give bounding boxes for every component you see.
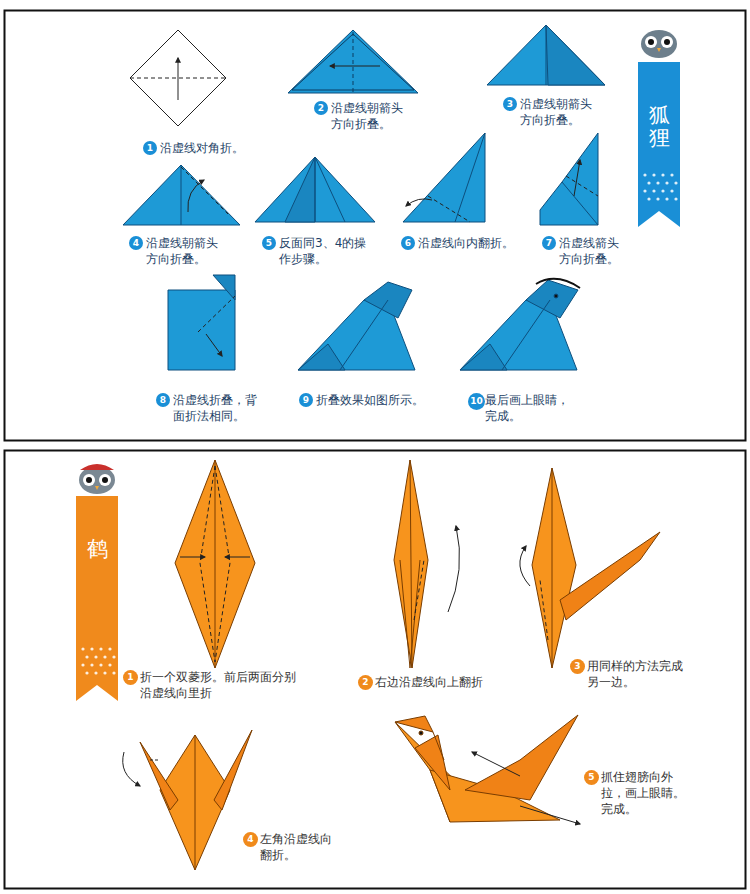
step-number: 10 [468,393,485,410]
step-number-text: 1 [127,673,133,682]
step-caption: 沿虚线朝箭头 方向折叠。 [520,96,600,128]
step-number: 4 [243,832,258,847]
step-number: 1 [143,141,157,155]
step-number-text: 3 [507,100,513,109]
step-number-text: 4 [133,239,139,248]
step-number-text: 3 [574,662,580,671]
fox-steps [123,25,605,370]
step-caption: 用同样的方法完成 另一边。 [587,658,699,690]
step-number: 7 [542,236,556,250]
step-number-text: 4 [247,835,253,844]
panel-frame [5,451,746,889]
step-caption: 抓住翅膀向外 拉，画上眼睛。 完成。 [601,769,699,818]
title-banner: 狐狸 [638,62,680,227]
step-caption: 左角沿虚线向 翻折。 [260,831,346,863]
step-caption: 沿虚线箭头 方向折叠。 [559,235,635,267]
step-number: 6 [401,236,415,250]
step-caption: 沿虚线对角折。 [160,140,244,156]
step-number: 1 [123,670,138,685]
step-number-text: 8 [160,396,166,405]
step-caption: 右边沿虚线向上翻折 [375,674,483,690]
step-caption: 沿虚线向内翻折。 [418,235,514,251]
step-caption: 折一个双菱形。前后两面分别 沿虚线向里折 [140,669,322,701]
step-number: 8 [156,393,170,407]
step-caption: 反面同3、4的操 作步骤。 [279,235,371,267]
step-number-text: 5 [588,773,594,782]
step-number-text: 2 [362,678,368,687]
step-number: 3 [503,97,517,111]
banner-title: 狐狸 [649,104,670,150]
step-number: 5 [262,236,276,250]
owl-icon [79,464,115,494]
step-number: 2 [314,101,328,115]
step-caption: 沿虚线折叠，背 面折法相同。 [173,392,265,424]
owl-icon [641,30,677,58]
banner-shape [76,496,118,701]
step-number-text: 6 [405,239,411,248]
banner-title: 鹤 [87,538,108,561]
step-number-text: 9 [303,396,309,405]
step-caption: 折叠效果如图所示。 [316,392,424,408]
panel-frame [5,11,746,441]
step-caption: 沿虚线朝箭头 方向折叠。 [331,100,411,132]
step-number-text: 10 [470,397,483,406]
step-number-text: 2 [318,104,324,113]
step-number: 4 [129,236,143,250]
step-number: 3 [570,659,585,674]
step-number: 2 [358,675,373,690]
step-caption: 沿虚线朝箭头 方向折叠。 [146,235,226,267]
step-number: 5 [584,770,599,785]
step-caption: 最后画上眼睛， 完成。 [485,392,577,424]
crane-steps [123,460,660,870]
step-number: 9 [299,393,313,407]
title-banner: 鹤 [76,496,118,701]
step-number-text: 5 [266,239,272,248]
step-number-text: 1 [147,144,153,153]
step-number-text: 7 [546,239,552,248]
